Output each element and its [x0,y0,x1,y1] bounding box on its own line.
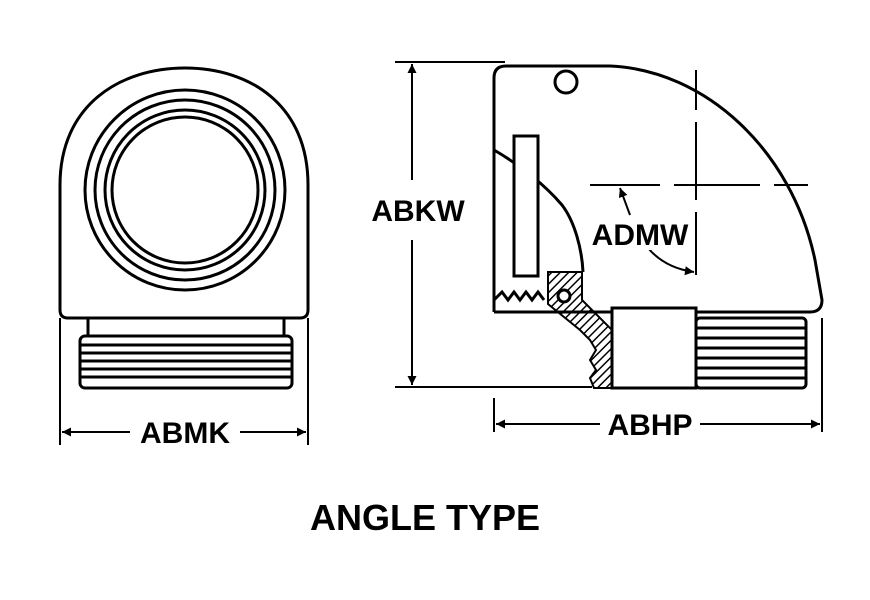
front-view-bore [110,115,260,265]
dimension-label-abmk: ABMK [140,417,230,450]
front-view [58,66,310,390]
side-view-detent-ball [556,288,572,304]
dimension-abkw [395,61,592,388]
admw-arrow-upper [618,187,631,216]
side-view-sectioned-ferrule [547,271,613,389]
side-view [492,64,824,390]
front-view-middle-ring [93,98,277,282]
dimension-label-abhp: ABHP [607,409,692,442]
front-view-body [58,66,310,320]
dimension-abmk [59,318,309,445]
side-view-hole [553,69,579,95]
side-view-coupling-sleeve [610,306,698,390]
dimension-label-abkw: ABKW [371,195,465,228]
admw-arc [647,247,695,276]
front-view-neck [86,316,286,338]
front-view-outer-ring [83,88,287,292]
front-view-inner-ring [103,108,267,272]
side-view-internal-thread [492,289,546,303]
diagram-caption: ANGLE TYPE [310,497,540,538]
dimension-admw [618,187,695,276]
side-view-body [492,64,824,314]
side-view-thread [694,316,808,390]
dimension-abhp [493,318,823,432]
side-view-centerlines [590,70,808,275]
side-view-inner-tube [512,134,540,278]
front-view-thread [78,334,294,390]
dimension-label-admw: ADMW [592,219,689,252]
